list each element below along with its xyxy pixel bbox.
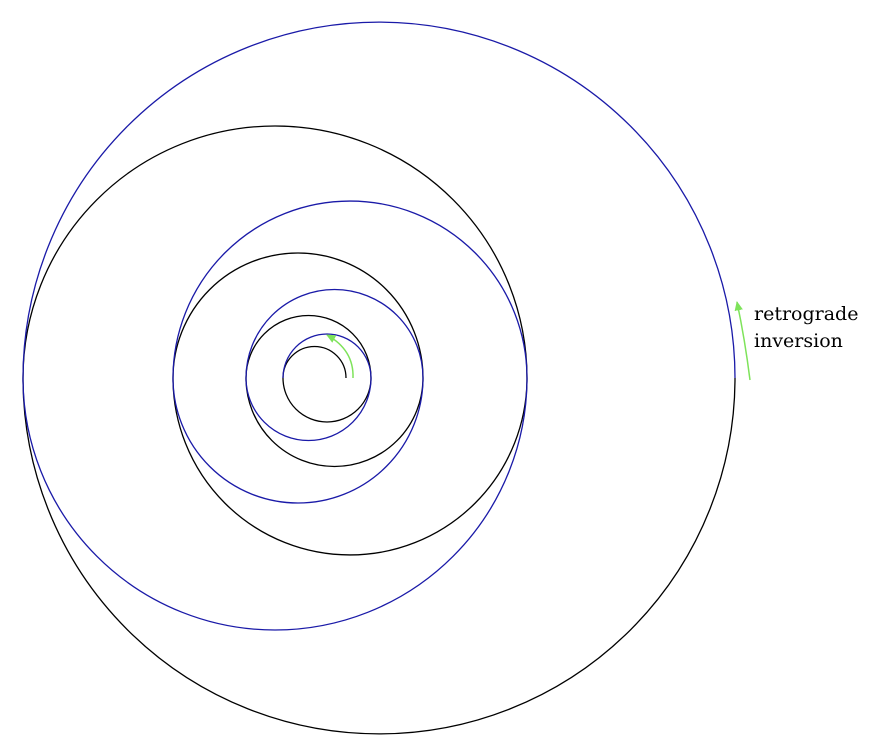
black-arc-3 <box>172 377 528 556</box>
inner-arrow-icon <box>326 334 354 379</box>
black-arc-7 <box>282 377 372 423</box>
retrograde-inversion-label: retrograde inversion <box>754 301 858 355</box>
annotation-line-1: retrograde <box>754 303 859 325</box>
blue-arc-2 <box>22 377 528 631</box>
annotation-line-2: inversion <box>754 330 843 352</box>
blue-arc-outer <box>22 21 736 379</box>
black-arc-inner <box>282 345 347 379</box>
black-arc-outer <box>22 377 736 735</box>
blue-arc-7 <box>282 333 372 379</box>
black-arc-2 <box>22 125 528 379</box>
blue-arc-6 <box>245 377 372 442</box>
blue-arc-3 <box>172 200 528 379</box>
black-arc-6 <box>245 314 372 379</box>
retrograde-arrow-icon <box>734 300 751 381</box>
black-arc-5 <box>245 377 424 468</box>
blue-arc-4 <box>172 377 424 504</box>
black-arc-4 <box>172 252 424 379</box>
blue-arc-5 <box>245 288 424 379</box>
